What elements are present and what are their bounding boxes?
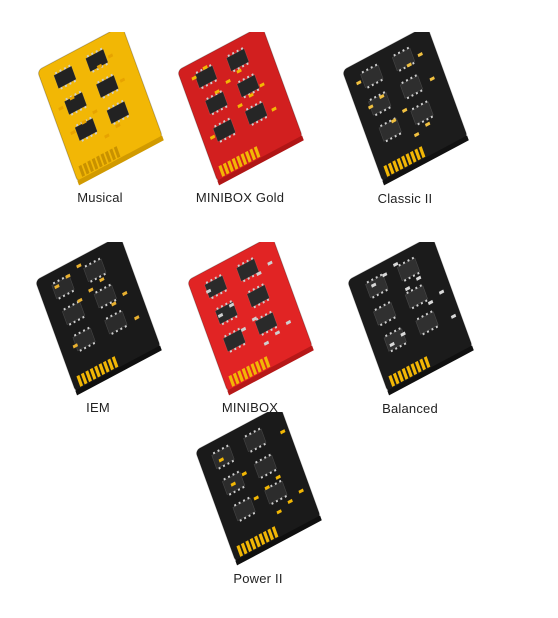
pcb-image — [165, 32, 315, 192]
module-label: Power II — [233, 571, 283, 586]
pcb-image — [335, 242, 485, 402]
module-label: IEM — [86, 400, 110, 415]
module-label: MINIBOX Gold — [195, 190, 285, 205]
module-card-minibox[interactable]: MINIBOX — [175, 242, 325, 432]
pcb-image — [183, 412, 333, 572]
module-label: Musical — [77, 190, 123, 205]
pcb-image — [23, 242, 173, 402]
module-card-musical[interactable]: Musical — [25, 32, 175, 222]
module-card-balanced[interactable]: Balanced — [335, 242, 485, 432]
pcb-image — [25, 32, 175, 192]
module-card-classic-ii[interactable]: Classic II — [330, 32, 480, 222]
module-card-minibox-gold[interactable]: MINIBOX Gold — [165, 32, 315, 222]
module-card-iem[interactable]: IEM — [23, 242, 173, 432]
pcb-image — [330, 32, 480, 192]
module-card-power-ii[interactable]: Power II — [183, 412, 333, 602]
pcb-image — [175, 242, 325, 402]
module-label: Classic II — [377, 191, 433, 206]
module-label: MINIBOX — [221, 400, 279, 415]
module-label: Balanced — [382, 401, 438, 416]
